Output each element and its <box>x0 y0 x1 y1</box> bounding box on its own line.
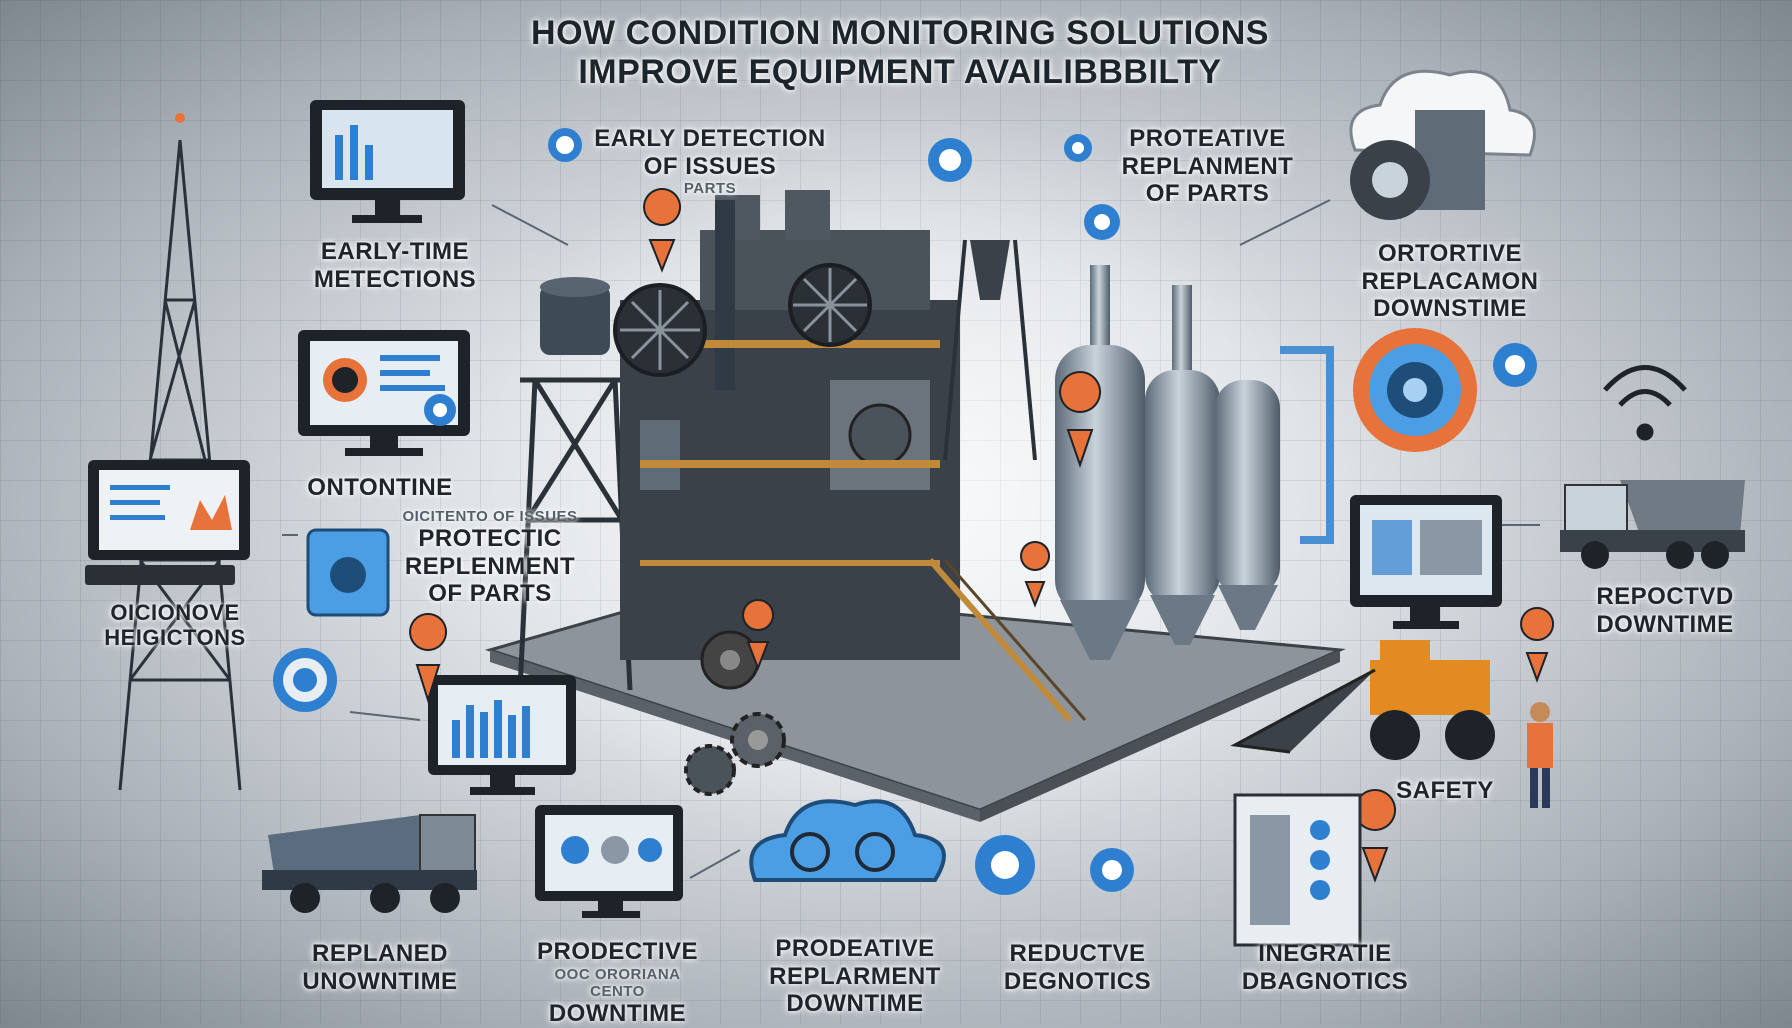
label-line: EARLY-TIME <box>320 238 470 265</box>
label-reductve: REDUCTVE DEGNOTICS <box>990 940 1165 995</box>
connector-lines <box>282 199 1540 879</box>
monitor-icon <box>535 805 683 918</box>
label-ontontine: ONTONTINE <box>300 474 460 502</box>
label-line: HEIGICTONS <box>104 625 246 651</box>
label-line: REPLENMENT <box>404 552 576 580</box>
target-icon <box>273 648 337 712</box>
label-line: EARLY DETECTION <box>594 125 826 152</box>
target-icon <box>1353 328 1477 452</box>
label-line: DOWNSTIME <box>1373 295 1527 323</box>
transmission-tower-icon <box>118 113 242 791</box>
label-line: OF ISSUES <box>643 152 777 180</box>
main-machinery <box>613 190 1087 722</box>
panel-icon <box>1233 793 1362 947</box>
label-line: OICIONOVE <box>110 600 240 625</box>
monitor-icon <box>310 100 465 223</box>
truck-icon <box>1560 480 1745 569</box>
label-line: METECTIONS <box>313 265 477 293</box>
label-line: DOWNTIME <box>548 1000 687 1028</box>
label-line: ONTONTINE <box>307 474 453 501</box>
label-line: UNOWNTIME <box>302 967 458 995</box>
cloud-icon <box>749 799 946 882</box>
monitor-icon <box>85 460 250 585</box>
label-line: REPLANED <box>311 940 448 967</box>
gear-icon <box>684 712 786 796</box>
label-line: PRODEATIVE <box>775 935 935 962</box>
label-sub: PARTS <box>683 180 737 198</box>
label-line: REPLANMENT <box>1121 152 1294 180</box>
label-line: REPLACAMON <box>1361 267 1539 295</box>
label-prodective-1: PRODECTIVE OOC ORORIANA CENTO DOWNTIME <box>530 938 705 1028</box>
monitor-icon <box>298 330 470 456</box>
label-line: PROTEATIVE <box>1129 125 1286 152</box>
monitor-icon <box>1350 495 1502 629</box>
page-title: HOW CONDITION MONITORING SOLUTIONS IMPRO… <box>480 14 1320 92</box>
label-replaned: REPLANED UNOWNTIME <box>290 940 470 995</box>
worker-icon <box>1527 702 1553 808</box>
cloud-icon <box>1349 69 1536 220</box>
label-safety: SAFETY <box>1395 777 1495 805</box>
label-line: DEGNOTICS <box>1003 967 1152 995</box>
label-repoctvd: REPOCTVD DOWNTIME <box>1570 583 1760 638</box>
label-line: ORTORTIVE <box>1377 240 1523 267</box>
label-line: OF PARTS <box>428 580 552 608</box>
label-line: PROTECTIC <box>418 525 562 553</box>
label-inegratie: INEGRATIE DBAGNOTICS <box>1235 940 1415 995</box>
loader-icon <box>1230 640 1495 760</box>
label-protective-top: PROTEATIVE REPLANMENT OF PARTS <box>1100 125 1315 208</box>
label-ocionive: OICIONOVE HEIGICTONS <box>90 600 260 651</box>
label-prodective-2: PRODEATIVE REPLARMENT DOWNTIME <box>755 935 955 1018</box>
truck-icon <box>262 814 477 913</box>
label-line: OF PARTS <box>1145 180 1270 208</box>
monitor-icon <box>428 675 576 795</box>
title-line-2: IMPROVE EQUIPMENT AVAILIBBBILTY <box>578 53 1222 92</box>
label-line: INEGRATIE <box>1258 940 1392 967</box>
location-pin-icon <box>409 188 1555 883</box>
device-icon <box>306 528 390 617</box>
label-early-detection: EARLY DETECTION OF ISSUES PARTS <box>585 125 835 197</box>
label-line: REPOCTVD <box>1596 583 1734 610</box>
label-line: DOWNTIME <box>1596 610 1734 638</box>
label-line: SAFETY <box>1396 777 1494 804</box>
label-sub: OOC ORORIANA CENTO <box>554 965 681 1000</box>
label-protective-mid: OICITENTO OF ISSUES PROTECTIC REPLENMENT… <box>400 508 580 608</box>
label-line: REPLARMENT <box>769 962 941 990</box>
label-line: DOWNTIME <box>786 990 924 1018</box>
label-line: DBAGNOTICS <box>1241 967 1409 995</box>
target-icon <box>424 128 1537 895</box>
label-line: REDUCTVE <box>1009 940 1146 967</box>
label-ortortive: ORTORTIVE REPLACAMON DOWNSTIME <box>1345 240 1555 323</box>
wifi-icon <box>1603 365 1687 441</box>
label-line: PRODECTIVE <box>536 938 699 965</box>
title-line-1: HOW CONDITION MONITORING SOLUTIONS <box>531 14 1269 52</box>
label-sub: OICITENTO OF ISSUES <box>402 508 578 525</box>
label-early-time: EARLY-TIME METECTIONS <box>290 238 500 293</box>
